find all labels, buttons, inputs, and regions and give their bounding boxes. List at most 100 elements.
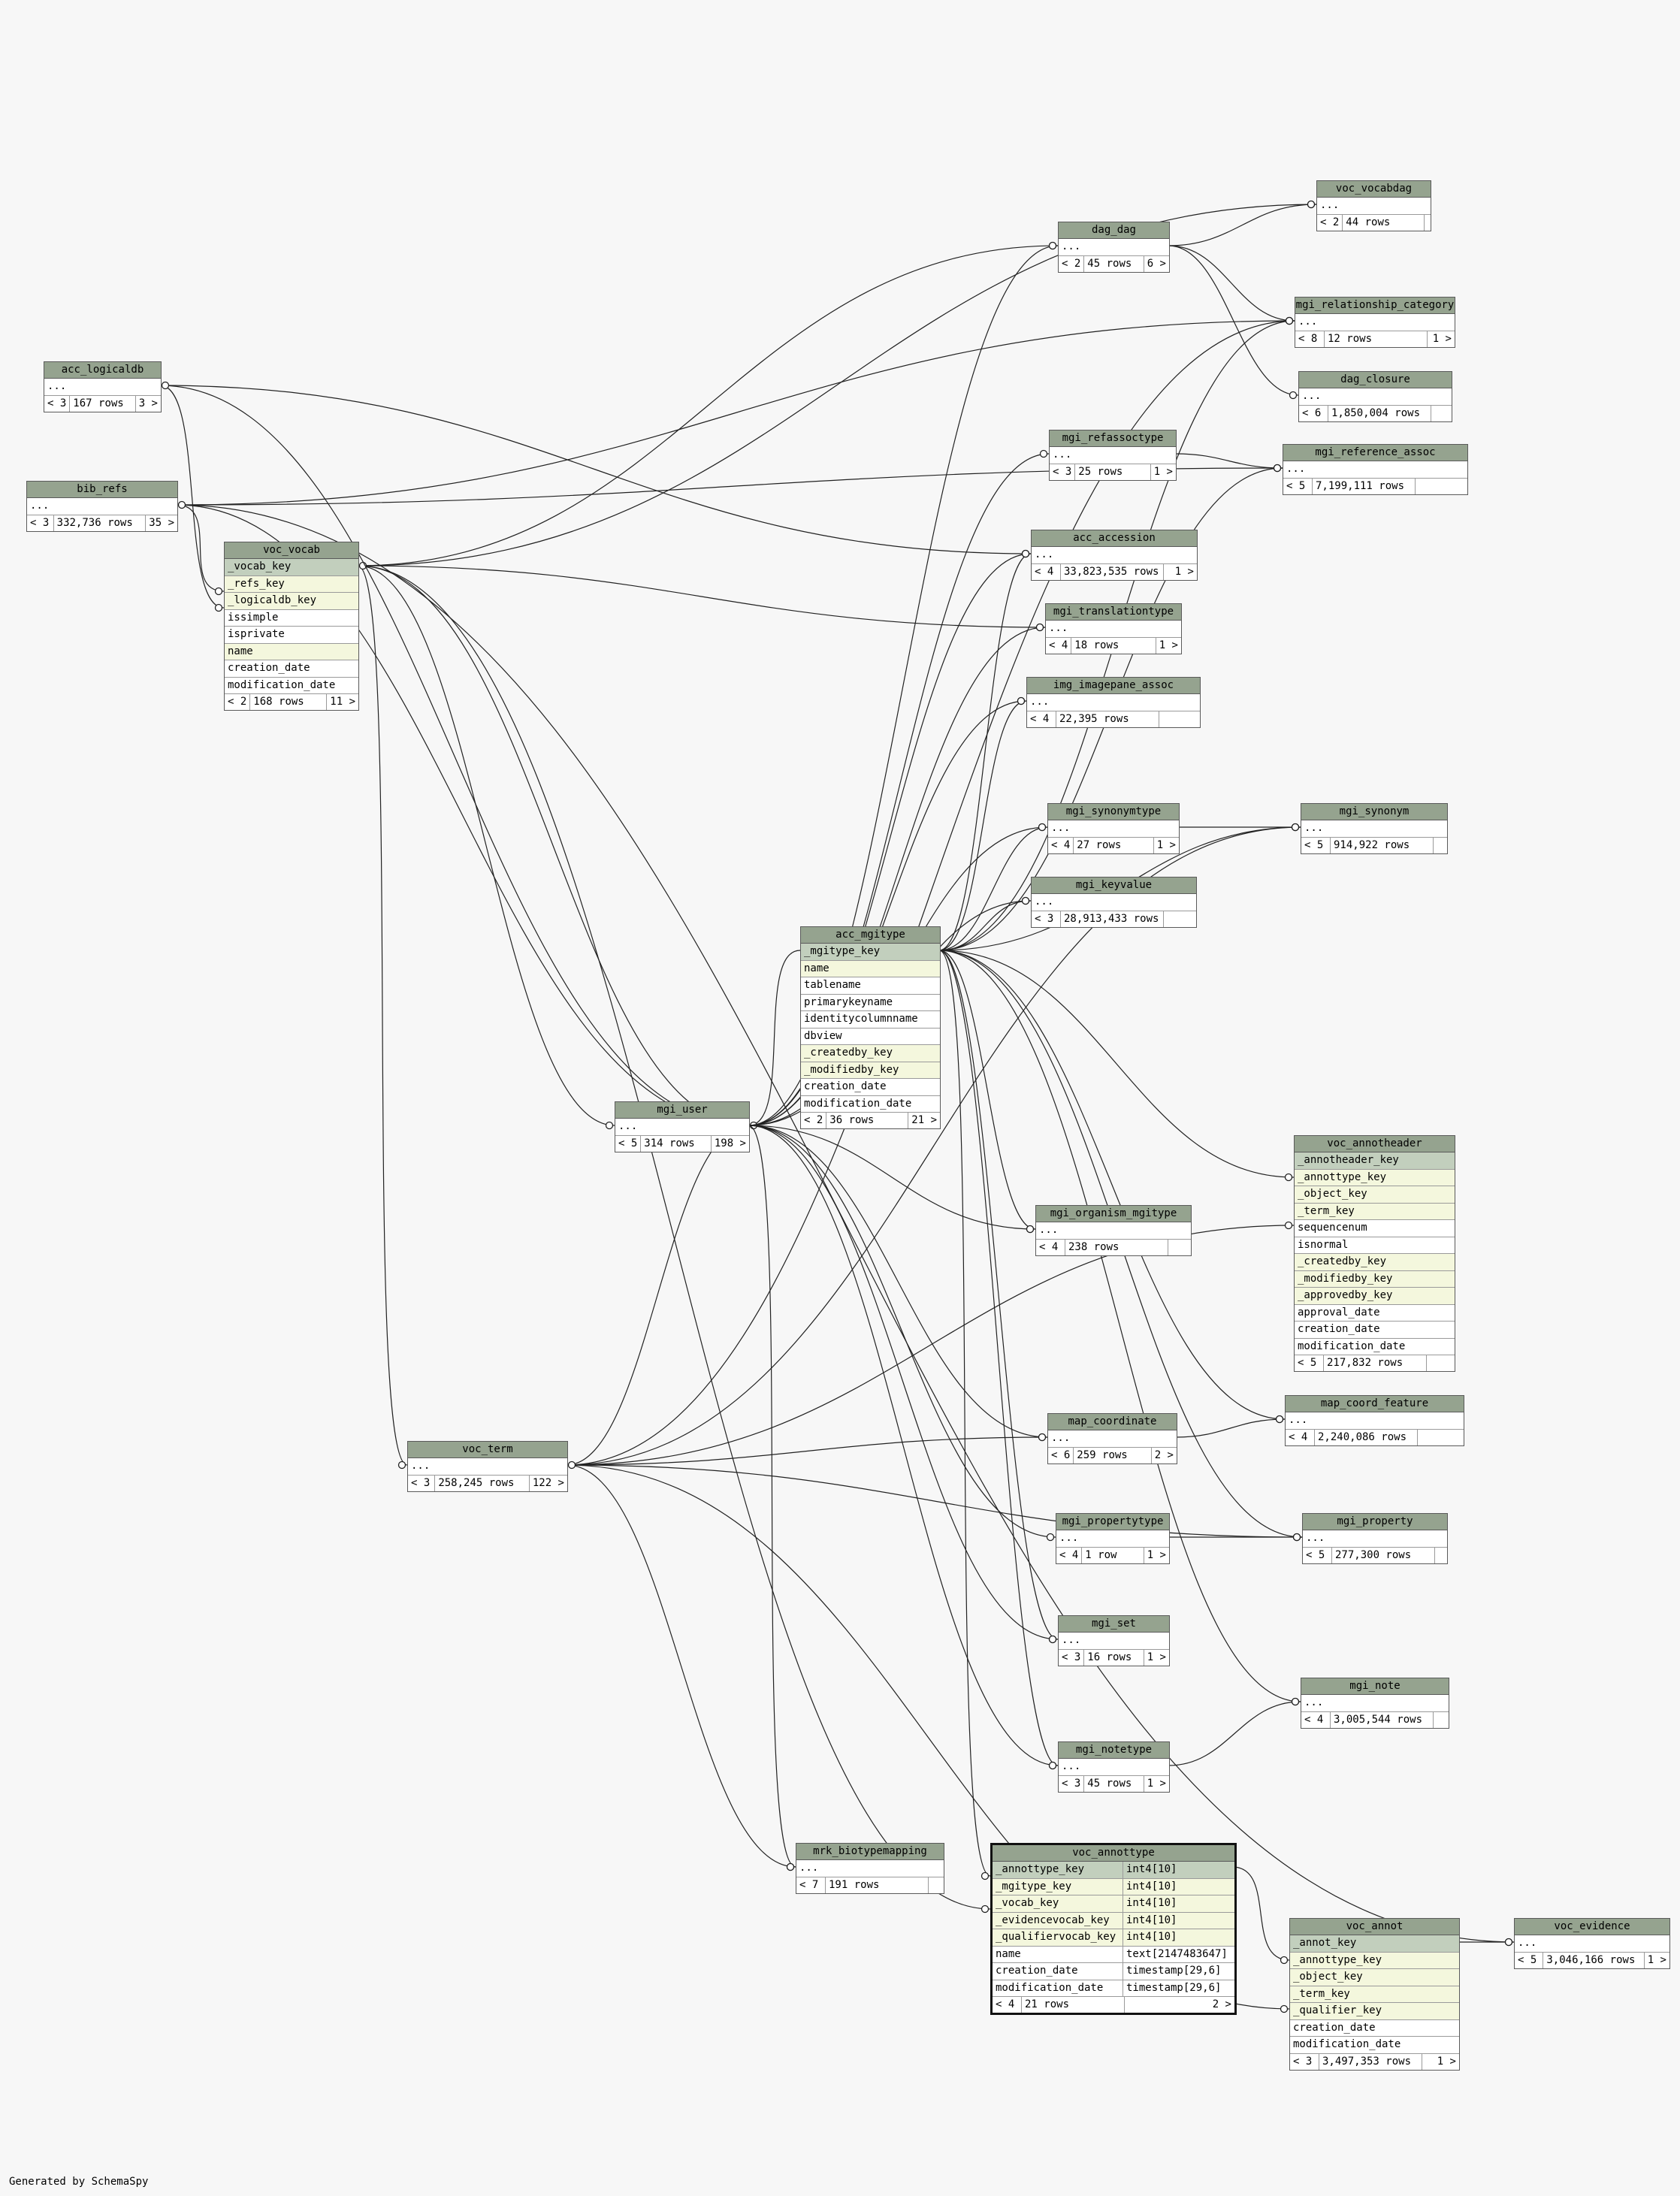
column-row[interactable]: ...	[1056, 1530, 1169, 1548]
table-header[interactable]: dag_closure	[1299, 372, 1452, 388]
column-row[interactable]: _term_key	[1295, 1203, 1455, 1220]
column-row[interactable]: _annot_key	[1290, 1935, 1459, 1953]
column-row[interactable]: ...	[1295, 314, 1455, 331]
column-row[interactable]: issimple	[225, 610, 358, 627]
column-row[interactable]: ...	[27, 498, 177, 515]
column-row[interactable]: modification_date	[1290, 2037, 1459, 2054]
parents-link[interactable]: < 2	[801, 1113, 827, 1128]
table-header[interactable]: mgi_property	[1303, 1514, 1447, 1530]
table-header[interactable]: mgi_translationtype	[1046, 604, 1181, 621]
column-row[interactable]: identitycolumnname	[801, 1011, 940, 1029]
parents-link[interactable]: < 3	[408, 1475, 436, 1491]
column-row[interactable]: _modifiedby_key	[1295, 1270, 1455, 1288]
children-link[interactable]	[1416, 479, 1467, 494]
table-header[interactable]: mgi_refassoctype	[1050, 430, 1176, 447]
column-row[interactable]: _logicaldb_key	[225, 593, 358, 610]
children-link[interactable]	[1434, 1712, 1449, 1728]
table-header[interactable]: voc_vocabdag	[1317, 181, 1431, 198]
parents-link[interactable]: < 7	[796, 1877, 826, 1893]
children-link[interactable]: 198 >	[714, 1137, 746, 1149]
column-row[interactable]: ...	[1283, 461, 1467, 479]
table-header[interactable]: mgi_set	[1059, 1616, 1169, 1633]
column-row[interactable]: ...	[1032, 894, 1196, 911]
column-row[interactable]: _vocab_key	[225, 559, 358, 576]
children-link[interactable]: 1 >	[1156, 838, 1176, 851]
column-row[interactable]: _mgitype_key	[801, 944, 940, 961]
column-row[interactable]: modification_date	[1295, 1339, 1455, 1355]
children-link[interactable]	[1164, 911, 1196, 927]
column-row[interactable]: _approvedby_key	[1295, 1288, 1455, 1305]
column-row[interactable]: ...	[1059, 239, 1169, 256]
children-link[interactable]	[1431, 406, 1452, 421]
parents-link[interactable]: < 5	[615, 1135, 642, 1152]
table-header[interactable]: mgi_relationship_category	[1295, 298, 1455, 314]
parents-link[interactable]: < 5	[1301, 837, 1331, 853]
children-link[interactable]: 2 >	[1154, 1448, 1174, 1461]
children-link[interactable]: 1 >	[1147, 1777, 1166, 1790]
parents-link[interactable]: < 2	[1317, 214, 1343, 231]
children-link[interactable]	[1425, 215, 1431, 231]
parents-link[interactable]: < 4	[1046, 637, 1072, 654]
children-link[interactable]: 3 >	[138, 397, 158, 409]
column-row[interactable]: ...	[1301, 1695, 1449, 1712]
column-row[interactable]: creation_date	[225, 660, 358, 678]
table-header[interactable]: mgi_reference_assoc	[1283, 445, 1467, 461]
column-row[interactable]: _object_key	[1290, 1969, 1459, 1986]
children-link[interactable]	[1168, 1240, 1191, 1255]
column-row[interactable]: tablename	[801, 977, 940, 995]
column-row[interactable]: isprivate	[225, 627, 358, 644]
children-link[interactable]: 2 >	[1212, 1998, 1231, 2010]
column-row[interactable]: modification_date	[225, 678, 358, 694]
children-link[interactable]: 1 >	[1432, 332, 1452, 345]
column-row[interactable]: ...	[408, 1458, 567, 1476]
column-row[interactable]: ...	[796, 1860, 944, 1877]
parents-link[interactable]: < 3	[1050, 464, 1076, 480]
parents-link[interactable]: < 4	[1286, 1429, 1315, 1445]
table-voc-annot[interactable]: voc_annot_annot_key_annottype_key_object…	[1289, 1918, 1460, 2071]
column-row[interactable]: ...	[1515, 1935, 1669, 1953]
column-row[interactable]: dbview	[801, 1029, 940, 1045]
table-header[interactable]: mgi_user	[615, 1102, 749, 1119]
column-row[interactable]: name	[801, 960, 940, 977]
children-link[interactable]: 1 >	[1159, 639, 1178, 651]
table-header[interactable]: voc_annottype	[993, 1845, 1234, 1862]
parents-link[interactable]: < 5	[1295, 1355, 1324, 1371]
column-row[interactable]: ...	[1027, 694, 1200, 711]
children-link[interactable]	[1434, 838, 1447, 853]
children-link[interactable]	[1159, 711, 1200, 727]
table-voc-annotheader[interactable]: voc_annotheader_annotheader_key_annottyp…	[1294, 1135, 1455, 1372]
table-header[interactable]: mgi_notetype	[1059, 1742, 1169, 1759]
column-row[interactable]: approval_date	[1295, 1305, 1455, 1322]
column-row[interactable]: creation_date	[1290, 2020, 1459, 2037]
column-row[interactable]: ...	[1036, 1222, 1191, 1240]
column-row[interactable]: ...	[1286, 1412, 1464, 1430]
table-header[interactable]: mgi_synonymtype	[1048, 804, 1179, 820]
children-link[interactable]: 1 >	[1153, 465, 1173, 478]
children-link[interactable]: 1 >	[1437, 2055, 1456, 2068]
column-row[interactable]: _annottype_key	[1295, 1169, 1455, 1186]
parents-link[interactable]: < 3	[1059, 1775, 1085, 1792]
column-row[interactable]: ...	[44, 379, 161, 396]
